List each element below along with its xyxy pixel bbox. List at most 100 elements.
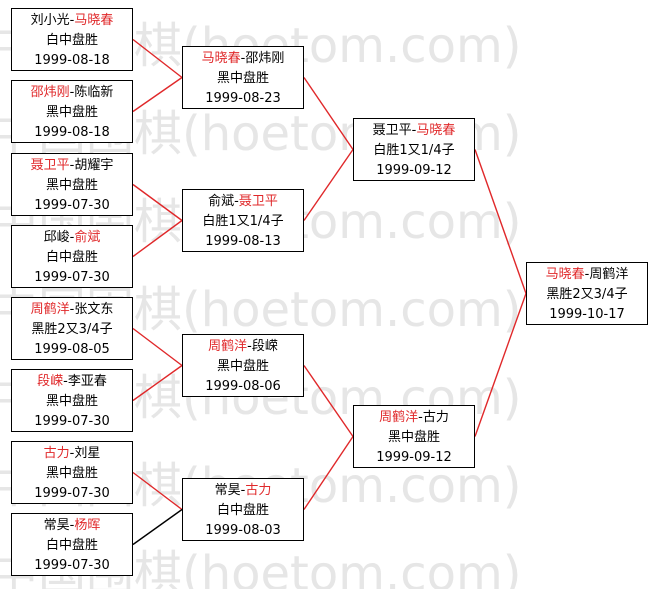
match-result: 黑胜2又3/4子: [31, 322, 113, 337]
player-name: 俞斌: [208, 194, 235, 209]
match-box-round1-5[interactable]: 周鹤洋-张文东 黑胜2又3/4子 1999-08-05: [11, 297, 133, 360]
match-result: 黑中盘胜: [387, 430, 440, 445]
match-box-round2-2[interactable]: 俞斌-聂卫平 白胜1又1/4子 1999-08-13: [182, 189, 304, 252]
match-result: 黑中盘胜: [216, 71, 269, 86]
match-box-semifinal-2[interactable]: 周鹤洋-古力 黑中盘胜 1999-09-12: [353, 405, 475, 468]
match-players: 周鹤洋-张文东: [30, 302, 114, 317]
player-name: 邵炜刚: [30, 85, 70, 100]
player-name: 聂卫平: [30, 158, 70, 173]
match-result: 黑中盘胜: [45, 394, 98, 409]
bracket-connector-line: [132, 76, 183, 113]
bracket-connector-line: [132, 364, 183, 402]
player-name: 周鹤洋: [30, 302, 70, 317]
match-result: 黑中盘胜: [45, 178, 98, 193]
match-result: 黑中盘胜: [45, 105, 98, 120]
match-box-round1-3[interactable]: 聂卫平-胡耀宇 黑中盘胜 1999-07-30: [11, 153, 133, 216]
match-players: 聂卫平-马晓春: [372, 123, 456, 138]
player-name: 邱峻: [43, 230, 70, 245]
match-box-round2-4[interactable]: 常昊-古力 白中盘胜 1999-08-03: [182, 478, 304, 541]
match-players: 古力-刘星: [43, 446, 101, 461]
match-date: 1999-10-17: [549, 307, 625, 322]
bracket-connector-line: [132, 471, 183, 511]
match-players: 刘小光-马晓春: [30, 13, 114, 28]
match-date: 1999-08-03: [205, 523, 281, 538]
player-name: 马晓春: [201, 51, 241, 66]
player-name: 段嵘: [251, 339, 278, 354]
bracket-connector-line: [132, 38, 183, 79]
match-date: 1999-08-05: [34, 342, 110, 357]
match-players: 周鹤洋-段嵘: [208, 339, 278, 354]
bracket-connector-line: [303, 149, 354, 221]
bracket-connector-line: [132, 183, 183, 222]
bracket-connector-line: [474, 149, 527, 294]
match-date: 1999-08-06: [205, 379, 281, 394]
player-name: 张文东: [74, 302, 114, 317]
match-result: 白中盘胜: [216, 503, 269, 518]
match-players: 俞斌-聂卫平: [208, 194, 278, 209]
match-date: 1999-09-12: [376, 450, 452, 465]
match-box-round2-3[interactable]: 周鹤洋-段嵘 黑中盘胜 1999-08-06: [182, 334, 304, 397]
match-box-round1-6[interactable]: 段嵘-李亚春 黑中盘胜 1999-07-30: [11, 369, 133, 432]
player-name: 常昊: [43, 518, 70, 533]
match-box-round1-2[interactable]: 邵炜刚-陈临新 黑中盘胜 1999-08-18: [11, 80, 133, 143]
match-box-round1-1[interactable]: 刘小光-马晓春 白中盘胜 1999-08-18: [11, 8, 133, 71]
match-result: 黑中盘胜: [45, 466, 98, 481]
player-name: 马晓春: [416, 123, 456, 138]
match-result: 白中盘胜: [45, 250, 98, 265]
match-players: 邱峻-俞斌: [43, 230, 101, 245]
match-box-round2-1[interactable]: 马晓春-邵炜刚 黑中盘胜 1999-08-23: [182, 46, 304, 109]
player-name: 周鹤洋: [208, 339, 248, 354]
bracket-connector-line: [474, 293, 527, 437]
player-name: 杨晖: [74, 518, 101, 533]
bracket-connector-line: [132, 219, 183, 258]
player-name: 古力: [422, 410, 449, 425]
match-date: 1999-07-30: [34, 414, 110, 429]
bracket-connector-line: [132, 327, 183, 367]
match-result: 黑胜2又3/4子: [546, 287, 628, 302]
player-name: 马晓春: [545, 267, 585, 282]
match-box-round1-4[interactable]: 邱峻-俞斌 白中盘胜 1999-07-30: [11, 225, 133, 288]
match-players: 常昊-古力: [214, 483, 272, 498]
player-name: 古力: [245, 483, 272, 498]
bracket-connector-line: [303, 436, 354, 510]
match-result: 白胜1又1/4子: [373, 143, 455, 158]
match-result: 白中盘胜: [45, 33, 98, 48]
match-players: 周鹤洋-古力: [379, 410, 449, 425]
match-players: 马晓春-邵炜刚: [201, 51, 285, 66]
player-name: 聂卫平: [238, 194, 278, 209]
bracket-connector-line: [303, 77, 354, 150]
match-box-final[interactable]: 马晓春-周鹤洋 黑胜2又3/4子 1999-10-17: [526, 262, 648, 325]
player-name: 陈临新: [74, 85, 114, 100]
match-date: 1999-09-12: [376, 163, 452, 178]
match-players: 常昊-杨晖: [43, 518, 101, 533]
player-name: 聂卫平: [372, 123, 412, 138]
player-name: 刘小光: [30, 13, 70, 28]
match-date: 1999-08-23: [205, 91, 281, 106]
player-name: 周鹤洋: [589, 267, 629, 282]
player-name: 邵炜刚: [245, 51, 285, 66]
match-players: 邵炜刚-陈临新: [30, 85, 114, 100]
bracket-connector-line: [303, 365, 354, 437]
match-date: 1999-08-18: [34, 53, 110, 68]
match-box-semifinal-1[interactable]: 聂卫平-马晓春 白胜1又1/4子 1999-09-12: [353, 118, 475, 181]
player-name: 俞斌: [74, 230, 101, 245]
bracket-connector-line: [132, 508, 183, 546]
match-date: 1999-08-13: [205, 234, 281, 249]
match-date: 1999-07-30: [34, 558, 110, 573]
match-date: 1999-07-30: [34, 270, 110, 285]
player-name: 周鹤洋: [379, 410, 419, 425]
match-players: 马晓春-周鹤洋: [545, 267, 629, 282]
player-name: 刘星: [74, 446, 101, 461]
player-name: 胡耀宇: [74, 158, 114, 173]
match-result: 黑中盘胜: [216, 359, 269, 374]
match-box-round1-8[interactable]: 常昊-杨晖 白中盘胜 1999-07-30: [11, 513, 133, 576]
player-name: 段嵘: [37, 374, 64, 389]
player-name: 李亚春: [67, 374, 107, 389]
match-date: 1999-07-30: [34, 198, 110, 213]
player-name: 常昊: [214, 483, 241, 498]
match-players: 聂卫平-胡耀宇: [30, 158, 114, 173]
match-players: 段嵘-李亚春: [37, 374, 107, 389]
player-name: 马晓春: [74, 13, 114, 28]
match-box-round1-7[interactable]: 古力-刘星 黑中盘胜 1999-07-30: [11, 441, 133, 504]
